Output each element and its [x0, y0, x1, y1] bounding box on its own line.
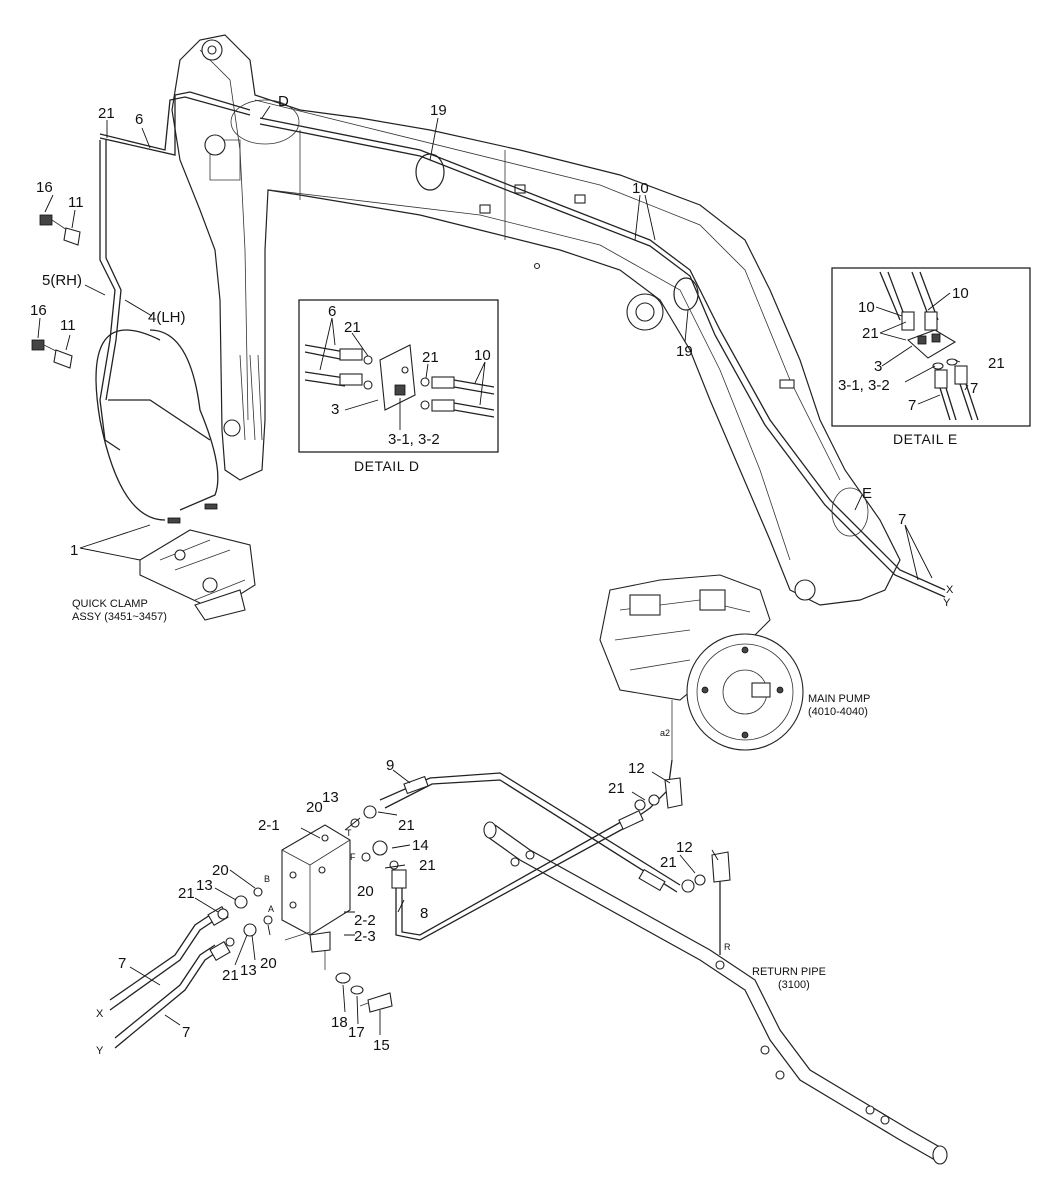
boom-hose-lines — [95, 91, 946, 598]
detail-e-callout-7: 7 — [970, 380, 978, 397]
callout-19: 19 — [676, 343, 693, 360]
callout-9: 9 — [386, 757, 394, 774]
port-f: F — [350, 852, 356, 862]
callout-16: 16 — [36, 179, 53, 196]
hose-end-x: X — [946, 584, 954, 596]
callout-2-3: 2-3 — [354, 928, 376, 945]
callout-19: 19 — [430, 102, 447, 119]
detail-e-callout-10: 10 — [858, 299, 875, 316]
callout-4-lh: 4(LH) — [148, 309, 186, 326]
clamp-bolt-group-lower — [31, 339, 73, 369]
callout-8: 8 — [420, 905, 428, 922]
callout-21: 21 — [398, 817, 415, 834]
main-pump — [599, 574, 804, 760]
callout-20: 20 — [357, 883, 374, 900]
main-pump-ref-label: (4010-4040) — [808, 706, 868, 718]
hose-end-y: Y — [943, 597, 951, 609]
callout-20: 20 — [306, 799, 323, 816]
detail-d-callout-10: 10 — [474, 347, 491, 364]
detail-e-callout-3: 3 — [874, 358, 882, 375]
callout-2-2: 2-2 — [354, 912, 376, 929]
callout-12: 12 — [628, 760, 645, 777]
callout-20: 20 — [212, 862, 229, 879]
detail-d-callout-3-1: 3-1, 3-2 — [388, 431, 440, 448]
callout-21: 21 — [660, 854, 677, 871]
callout-7: 7 — [898, 511, 906, 528]
callout-20: 20 — [260, 955, 277, 972]
quick-clamp-assy-label: ASSY (3451~3457) — [72, 611, 167, 623]
main-pump-label: MAIN PUMP — [808, 693, 870, 705]
callout-12: 12 — [676, 839, 693, 856]
detail-e-callout-10: 10 — [952, 285, 969, 302]
callout-13: 13 — [240, 962, 257, 979]
detail-d-panel: 6 21 21 10 3 3-1, 3-2 DETAIL D — [298, 299, 499, 474]
return-pipe-label: RETURN PIPE — [752, 966, 826, 978]
detail-d-callout-21: 21 — [422, 349, 439, 366]
port-a: A — [268, 904, 274, 914]
return-pipe-ref-label: (3100) — [778, 979, 810, 991]
callout-21: 21 — [608, 780, 625, 797]
callout-10: 10 — [632, 180, 649, 197]
clamp-bolt-group-upper — [39, 214, 81, 246]
callout-7: 7 — [182, 1024, 190, 1041]
callout-13: 13 — [322, 789, 339, 806]
quick-clamp-assembly — [139, 503, 256, 621]
shuttle-valve-block — [281, 824, 351, 953]
detail-e-caption: DETAIL E — [893, 431, 958, 447]
callout-16: 16 — [30, 302, 47, 319]
detail-d-callout-21: 21 — [344, 319, 361, 336]
valve-piping — [109, 759, 731, 1049]
detail-e-callout-21: 21 — [988, 355, 1005, 372]
boom-structure — [171, 34, 901, 606]
detail-d-callout-6: 6 — [328, 303, 336, 320]
detail-marker-e: E — [862, 485, 872, 502]
callout-21: 21 — [419, 857, 436, 874]
port-a2: a2 — [660, 728, 670, 738]
port-r: R — [724, 942, 731, 952]
port-b: B — [264, 874, 270, 884]
detail-d-caption: DETAIL D — [354, 458, 419, 474]
detail-e-callout-7: 7 — [908, 397, 916, 414]
callout-5-rh: 5(RH) — [42, 272, 82, 289]
callout-11: 11 — [68, 194, 84, 211]
detail-e-panel: 10 10 21 21 3 3-1, 3-2 7 7 DETAIL E — [831, 267, 1031, 447]
callout-11: 11 — [60, 317, 76, 334]
callout-21: 21 — [178, 885, 195, 902]
main-callouts: 21 6 16 11 5(RH) 4(LH) 16 11 1 D 19 10 1… — [30, 93, 954, 1057]
callout-21: 21 — [98, 105, 115, 122]
callout-2-1: 2-1 — [258, 817, 280, 834]
callout-18: 18 — [331, 1014, 348, 1031]
callout-1: 1 — [70, 542, 78, 559]
callout-17: 17 — [348, 1024, 365, 1041]
hose-end-y: Y — [96, 1045, 104, 1057]
quick-clamp-label: QUICK CLAMP — [72, 598, 148, 610]
detail-e-callout-21: 21 — [862, 325, 879, 342]
leader-lines — [37, 105, 933, 1035]
return-pipe — [483, 821, 948, 1165]
callout-6: 6 — [135, 111, 143, 128]
detail-e-callout-3-1: 3-1, 3-2 — [838, 377, 890, 394]
callout-7: 7 — [118, 955, 126, 972]
callout-13: 13 — [196, 877, 213, 894]
hose-end-x: X — [96, 1008, 104, 1020]
port-t: T — [346, 828, 352, 838]
detail-d-callout-3: 3 — [331, 401, 339, 418]
callout-14: 14 — [412, 837, 429, 854]
detail-marker-d: D — [278, 93, 289, 110]
callout-21: 21 — [222, 967, 239, 984]
callout-15: 15 — [373, 1037, 390, 1054]
